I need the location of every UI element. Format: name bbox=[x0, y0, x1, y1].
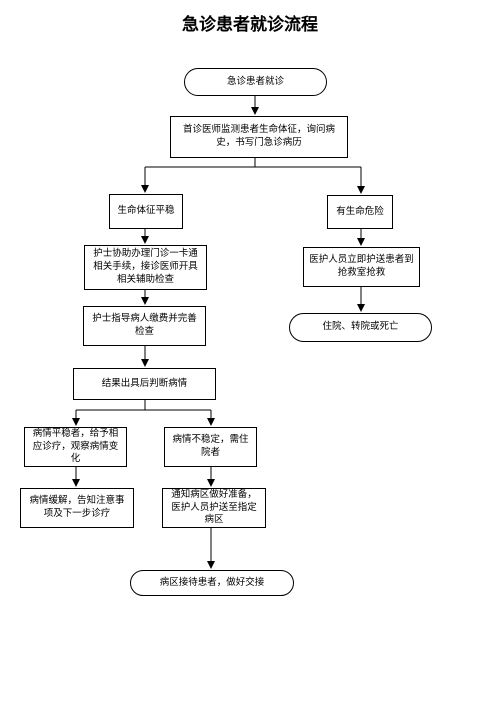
node-start: 急诊患者就诊 bbox=[184, 68, 327, 96]
node-unstable: 病情不稳定，需住院者 bbox=[164, 427, 257, 467]
page-title: 急诊患者就诊流程 bbox=[182, 15, 318, 35]
node-stable-treat: 病情平稳者，给予相应诊疗，观察病情变化 bbox=[24, 427, 127, 467]
node-danger: 有生命危险 bbox=[327, 195, 393, 229]
node-stable: 生命体征平稳 bbox=[109, 194, 183, 229]
node-judge: 结果出具后判断病情 bbox=[73, 368, 216, 400]
node-nurse-guide: 护士指导病人缴费并完善检查 bbox=[83, 306, 206, 346]
node-notify-ward: 通知病区做好准备，医护人员护送至指定病区 bbox=[162, 488, 266, 528]
node-ward-receive: 病区接待患者，做好交接 bbox=[130, 570, 294, 596]
node-rescue: 医护人员立即护送患者到抢救室抢救 bbox=[303, 247, 420, 287]
node-nurse-assist: 护士协助办理门诊一卡通相关手续，接诊医师开具相关辅助检查 bbox=[84, 245, 207, 290]
node-first-doctor: 首诊医师监测患者生命体征，询问病史，书写门急诊病历 bbox=[170, 116, 348, 158]
node-outcome: 住院、转院或死亡 bbox=[289, 313, 432, 342]
node-relieved: 病情缓解，告知注意事项及下一步诊疗 bbox=[20, 488, 134, 528]
